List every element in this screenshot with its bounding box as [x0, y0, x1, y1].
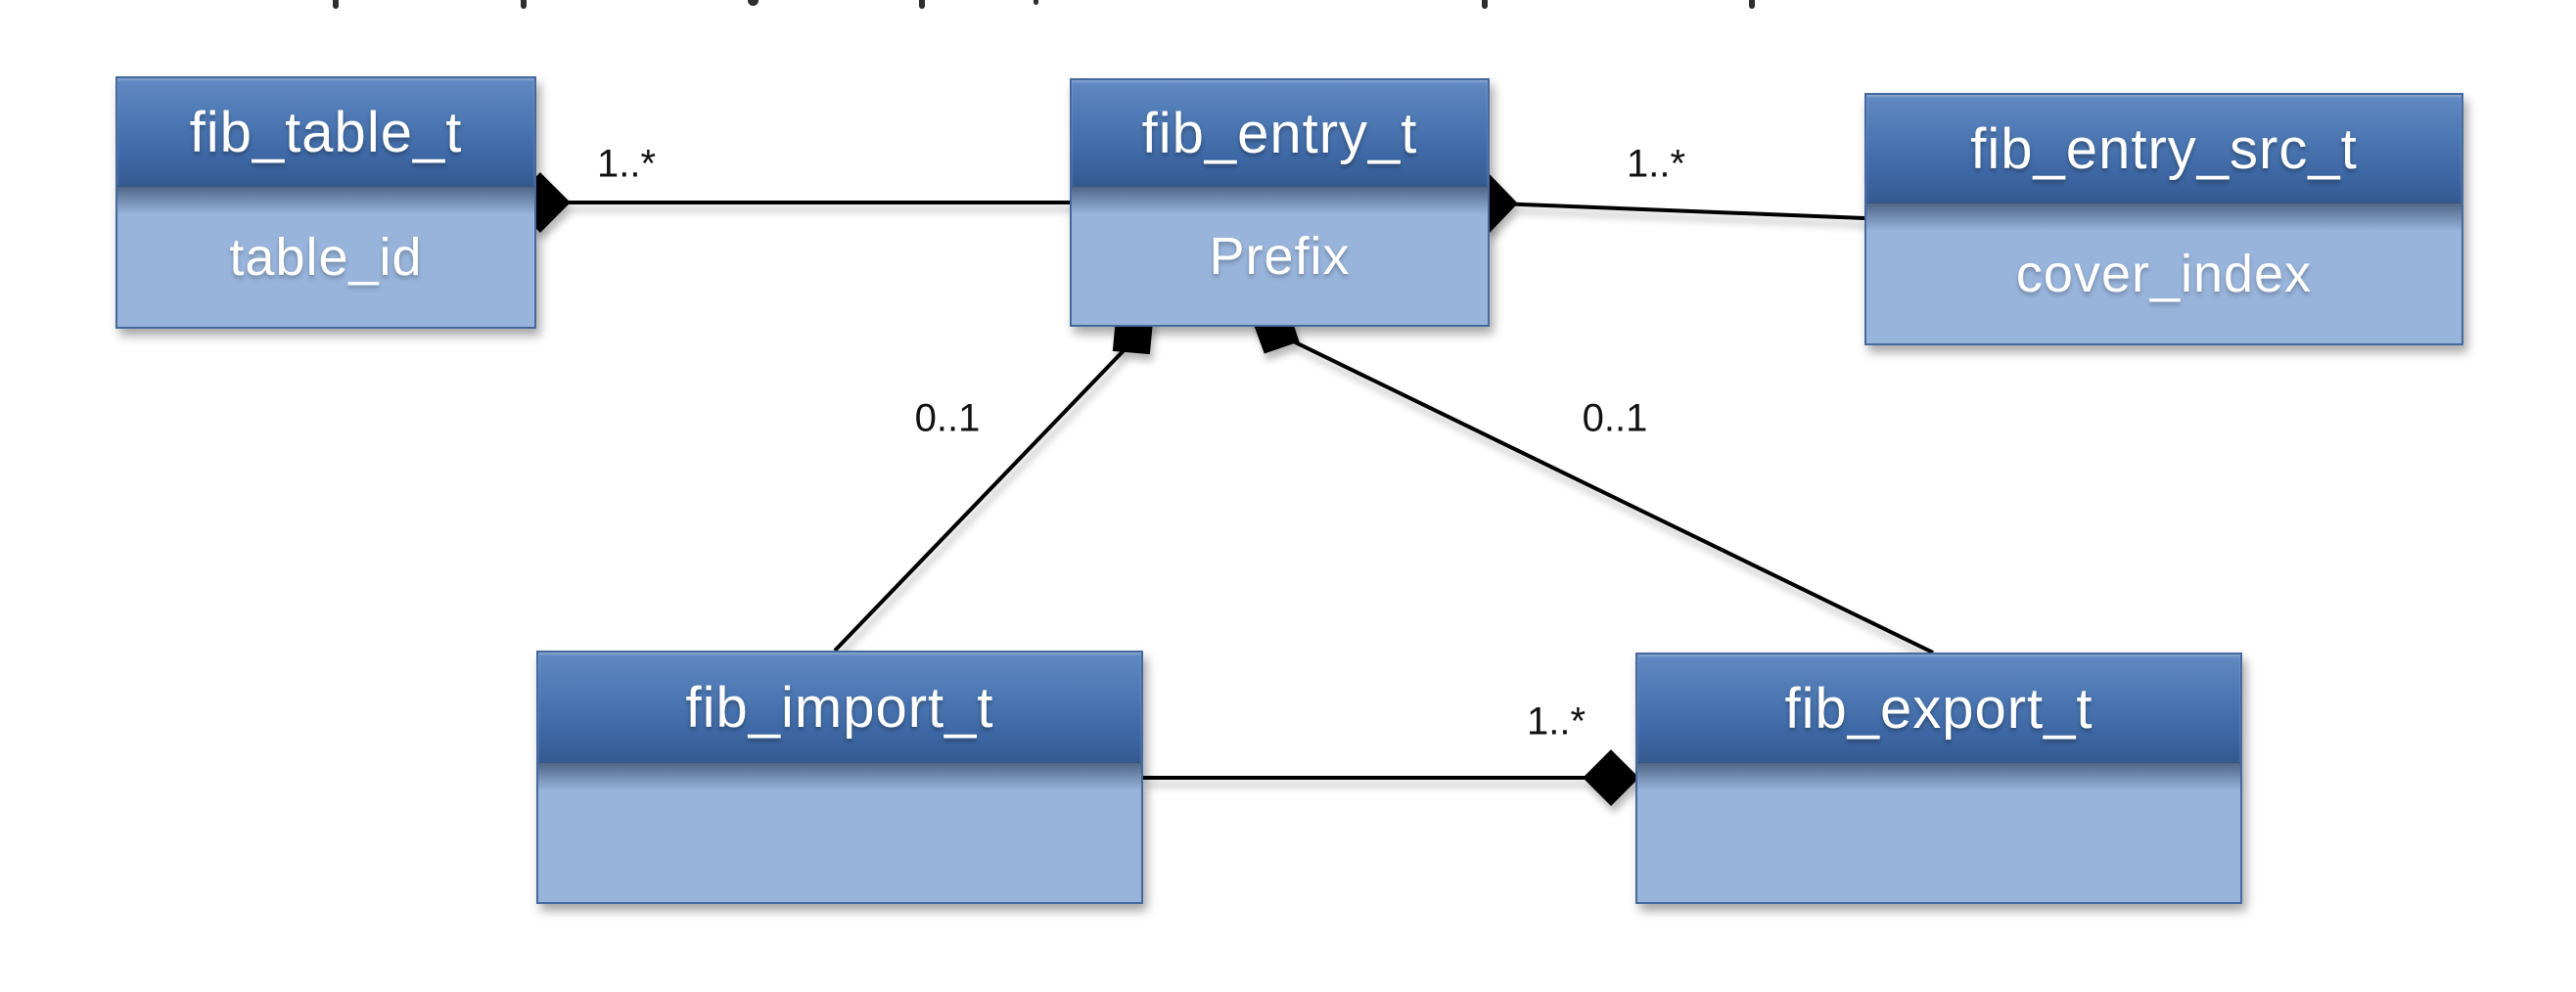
multiplicity-label-import-export: 1..* [1526, 699, 1587, 744]
class-header-fib-export-t: fib_export_t [1637, 654, 2240, 763]
class-header-fib-import-t: fib_import_t [538, 653, 1141, 763]
cropped-text-artifact [748, 0, 759, 6]
cropped-text-artifact [1482, 0, 1488, 9]
cropped-text-artifact [333, 0, 339, 9]
class-header-fib-table-t: fib_table_t [117, 78, 534, 187]
composition-diamond-export [1583, 749, 1639, 806]
class-header-fib-entry-src-t: fib_entry_src_t [1866, 95, 2461, 203]
class-attributes-fib-export-t [1637, 763, 2240, 902]
connector-entry-src [1496, 202, 1865, 220]
class-header-fib-entry-t: fib_entry_t [1072, 80, 1488, 187]
connector-entry-import [833, 338, 1135, 653]
class-box-fib-entry-src-t: fib_entry_src_t cover_index [1864, 93, 2463, 345]
attribute-label: table_id [229, 227, 423, 287]
connector-entry-export [1274, 331, 1934, 654]
cropped-text-artifact [1749, 0, 1755, 9]
multiplicity-label-table-entry: 1..* [596, 142, 657, 186]
class-title: fib_entry_src_t [1970, 116, 2358, 181]
class-title: fib_entry_t [1141, 101, 1418, 165]
multiplicity-label-entry-import: 0..1 [914, 396, 981, 440]
cropped-text-artifact [919, 0, 925, 9]
class-box-fib-export-t: fib_export_t [1635, 653, 2242, 904]
class-attributes-fib-entry-src-t: cover_index [1866, 203, 2461, 343]
class-attributes-fib-table-t: table_id [117, 187, 534, 327]
class-title: fib_import_t [685, 675, 994, 740]
cropped-text-artifact [521, 0, 527, 9]
attribute-label: cover_index [2015, 244, 2313, 303]
class-attributes-fib-entry-t: Prefix [1072, 187, 1488, 325]
class-title: fib_table_t [189, 100, 463, 164]
multiplicity-label-entry-src: 1..* [1626, 142, 1686, 186]
class-box-fib-table-t: fib_table_t table_id [115, 76, 536, 329]
class-box-fib-import-t: fib_import_t [536, 651, 1143, 904]
class-title: fib_export_t [1784, 676, 2093, 741]
cropped-text-artifact [1034, 0, 1038, 5]
class-box-fib-entry-t: fib_entry_t Prefix [1070, 78, 1490, 327]
class-attributes-fib-import-t [538, 763, 1141, 902]
multiplicity-label-entry-export: 0..1 [1582, 396, 1648, 440]
attribute-label: Prefix [1209, 226, 1351, 286]
